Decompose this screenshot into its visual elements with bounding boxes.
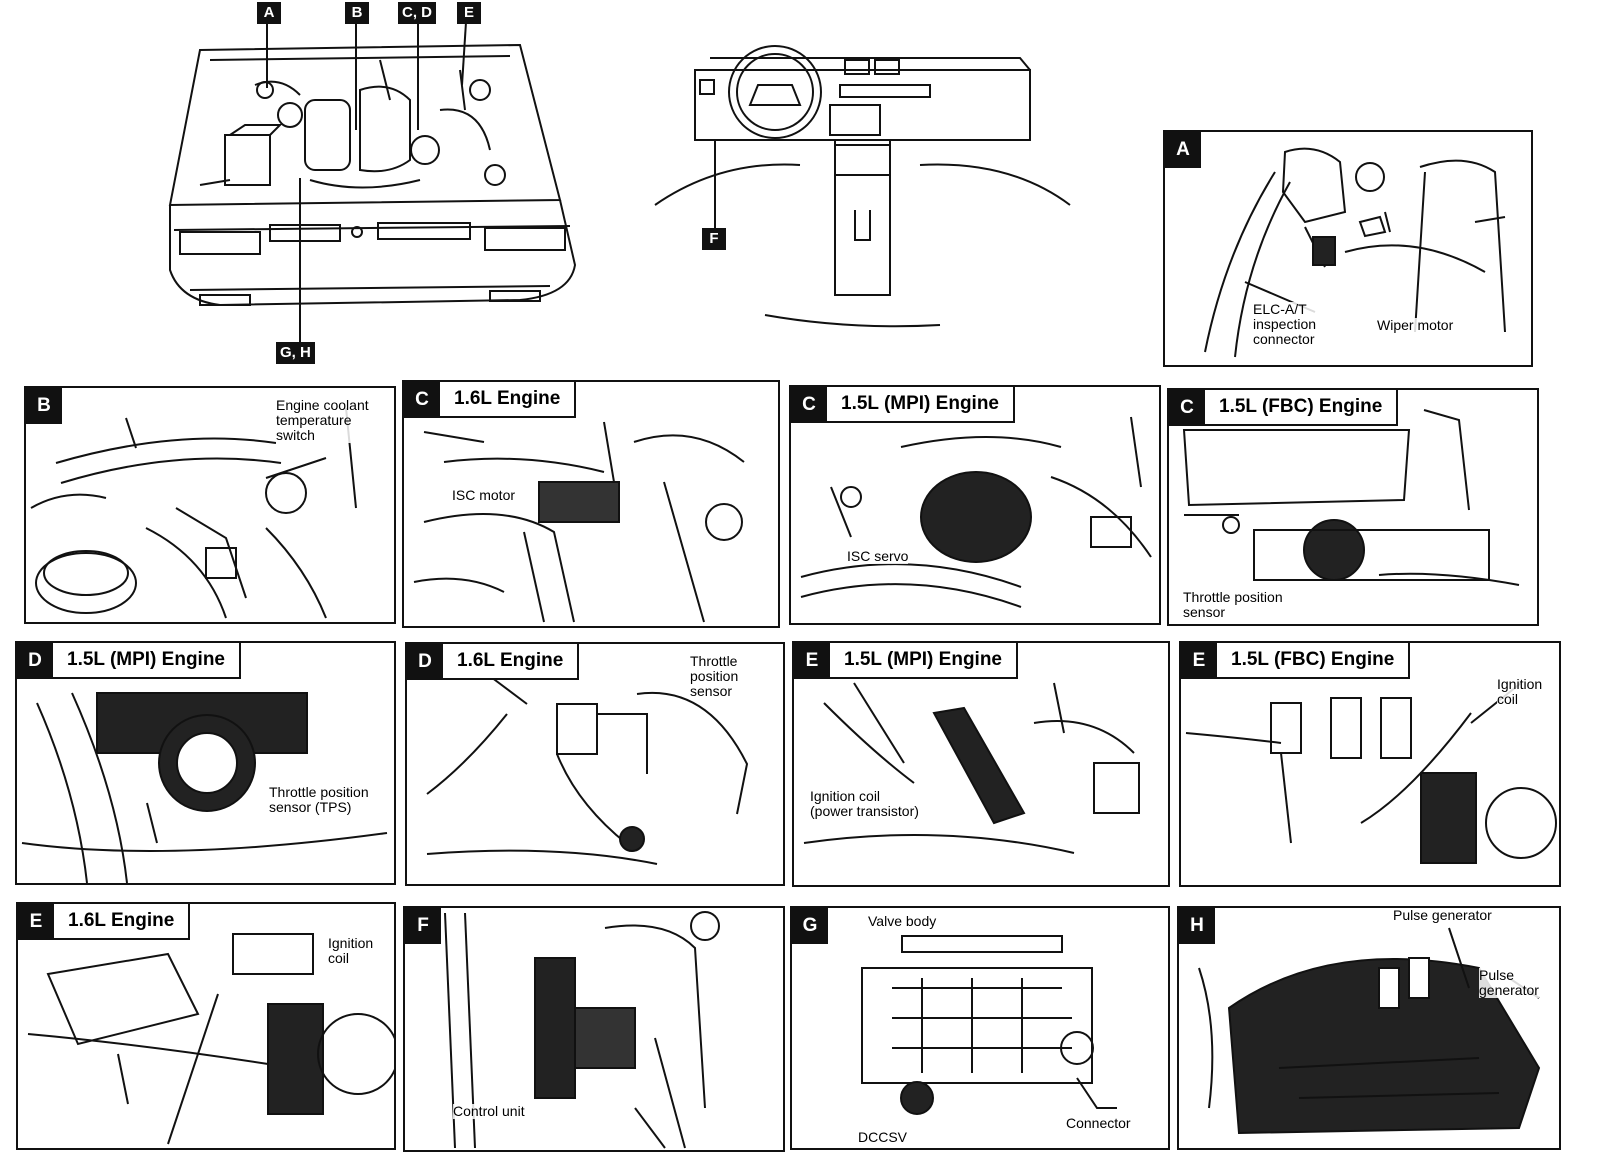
panel-c-16l: C 1.6L Engine ISC motor	[402, 380, 780, 628]
panel-f: F Control unit	[403, 906, 785, 1152]
panel-e-15l-fbc-engine-title: 1.5L (FBC) Engine	[1217, 643, 1411, 679]
panel-g: G Valve body DCCSV Connector	[790, 906, 1170, 1150]
panel-c-15l-fbc-engine-title: 1.5L (FBC) Engine	[1205, 390, 1399, 426]
panel-d-16l-illustration	[426, 673, 749, 865]
panel-g-illustration	[861, 935, 1117, 1115]
panel-a: A ELC-A/T inspection connector Wiper mot…	[1163, 130, 1533, 367]
panel-a-letter: A	[1165, 132, 1201, 168]
isc-motor-label: ISC motor	[452, 487, 516, 503]
throttle-position-sensor-tps-label: Throttle position sensor (TPS)	[269, 784, 369, 815]
ignition-coil-power-transistor-label: Ignition coil (power transistor)	[810, 788, 919, 819]
panel-e-15l-mpi-letter: E	[794, 643, 830, 679]
panel-e-15l-mpi-engine-title: 1.5L (MPI) Engine	[830, 643, 1019, 679]
panel-e-16l: E 1.6L Engine Ignition coil	[16, 902, 396, 1150]
panel-f-illustration	[444, 911, 720, 1149]
panel-f-letter: F	[405, 908, 441, 944]
panel-b: B Engine coolant temperature switch	[24, 386, 396, 624]
panel-c-16l-engine-title: 1.6L Engine	[440, 382, 577, 418]
panel-d-15l-mpi-illustration	[21, 692, 388, 883]
panel-g-letter: G	[792, 908, 828, 944]
callout-b-tag: B	[345, 2, 369, 24]
throttle-position-sensor-label-16l: Throttle position sensor	[690, 653, 739, 699]
control-unit-label: Control unit	[453, 1103, 525, 1119]
panel-d-16l: D 1.6L Engine Throttle position sensor	[405, 642, 785, 886]
panel-e-16l-letter: E	[18, 904, 54, 940]
panel-c-15l-fbc-letter: C	[1169, 390, 1205, 426]
panel-c-15l-mpi-illustration	[800, 416, 1152, 608]
callout-f-tag: F	[702, 228, 726, 250]
panel-c-15l-mpi-engine-title: 1.5L (MPI) Engine	[827, 387, 1016, 423]
panel-c-15l-fbc: C 1.5L (FBC) Engine Throttle position se…	[1167, 388, 1539, 626]
connector-label: Connector	[1066, 1115, 1131, 1131]
panel-e-15l-mpi: E 1.5L (MPI) Engine Ignition coil (power…	[792, 641, 1170, 887]
elc-at-inspection-connector-label: ELC-A/T inspection connector	[1253, 301, 1317, 347]
isc-servo-label: ISC servo	[847, 548, 909, 564]
panel-c-15l-mpi: C 1.5L (MPI) Engine ISC servo	[789, 385, 1161, 625]
ignition-coil-label-fbc: Ignition coil	[1497, 676, 1543, 707]
throttle-position-sensor-label-fbc: Throttle position sensor	[1183, 589, 1283, 620]
panel-c-16l-illustration	[413, 421, 745, 623]
ignition-coil-label-16l: Ignition coil	[328, 935, 374, 966]
panel-c-15l-fbc-illustration	[1182, 409, 1520, 586]
panel-b-letter: B	[26, 388, 62, 424]
pulse-generator-label-right: Pulse generator	[1479, 967, 1539, 998]
callout-cd-tag: C, D	[398, 2, 436, 24]
panel-e-15l-fbc-letter: E	[1181, 643, 1217, 679]
panel-c-16l-letter: C	[404, 382, 440, 418]
panel-c-15l-mpi-letter: C	[791, 387, 827, 423]
panel-e-15l-fbc: E 1.5L (FBC) Engine Ignition coil	[1179, 641, 1561, 887]
wiper-motor-label: Wiper motor	[1377, 317, 1454, 333]
panel-d-16l-engine-title: 1.6L Engine	[443, 644, 580, 680]
panel-d-16l-letter: D	[407, 644, 443, 680]
panel-e-16l-illustration	[27, 933, 394, 1145]
panel-e-15l-fbc-illustration	[1185, 682, 1557, 864]
dashboard-overview	[654, 45, 1071, 328]
panel-e-16l-engine-title: 1.6L Engine	[54, 904, 191, 940]
panel-d-15l-mpi-letter: D	[17, 643, 53, 679]
panel-a-illustration	[1204, 147, 1506, 358]
callout-a-tag: A	[257, 2, 281, 24]
engine-bay-overview	[168, 20, 577, 342]
panel-e-15l-mpi-illustration	[803, 682, 1140, 854]
callout-e-tag: E	[457, 2, 481, 24]
panel-h-letter: H	[1179, 908, 1215, 944]
callout-gh-tag: G, H	[276, 342, 315, 364]
pulse-generator-label-top: Pulse generator	[1393, 907, 1492, 923]
valve-body-label: Valve body	[868, 913, 937, 929]
panel-d-15l-mpi: D 1.5L (MPI) Engine Throttle position se…	[15, 641, 396, 885]
panel-h-illustration	[1198, 927, 1541, 1135]
panel-h: H Pulse generator Pulse generator	[1177, 906, 1561, 1150]
dccsv-label: DCCSV	[858, 1129, 908, 1145]
engine-coolant-temperature-switch-label: Engine coolant temperature switch	[276, 397, 369, 443]
panel-d-15l-mpi-engine-title: 1.5L (MPI) Engine	[53, 643, 242, 679]
